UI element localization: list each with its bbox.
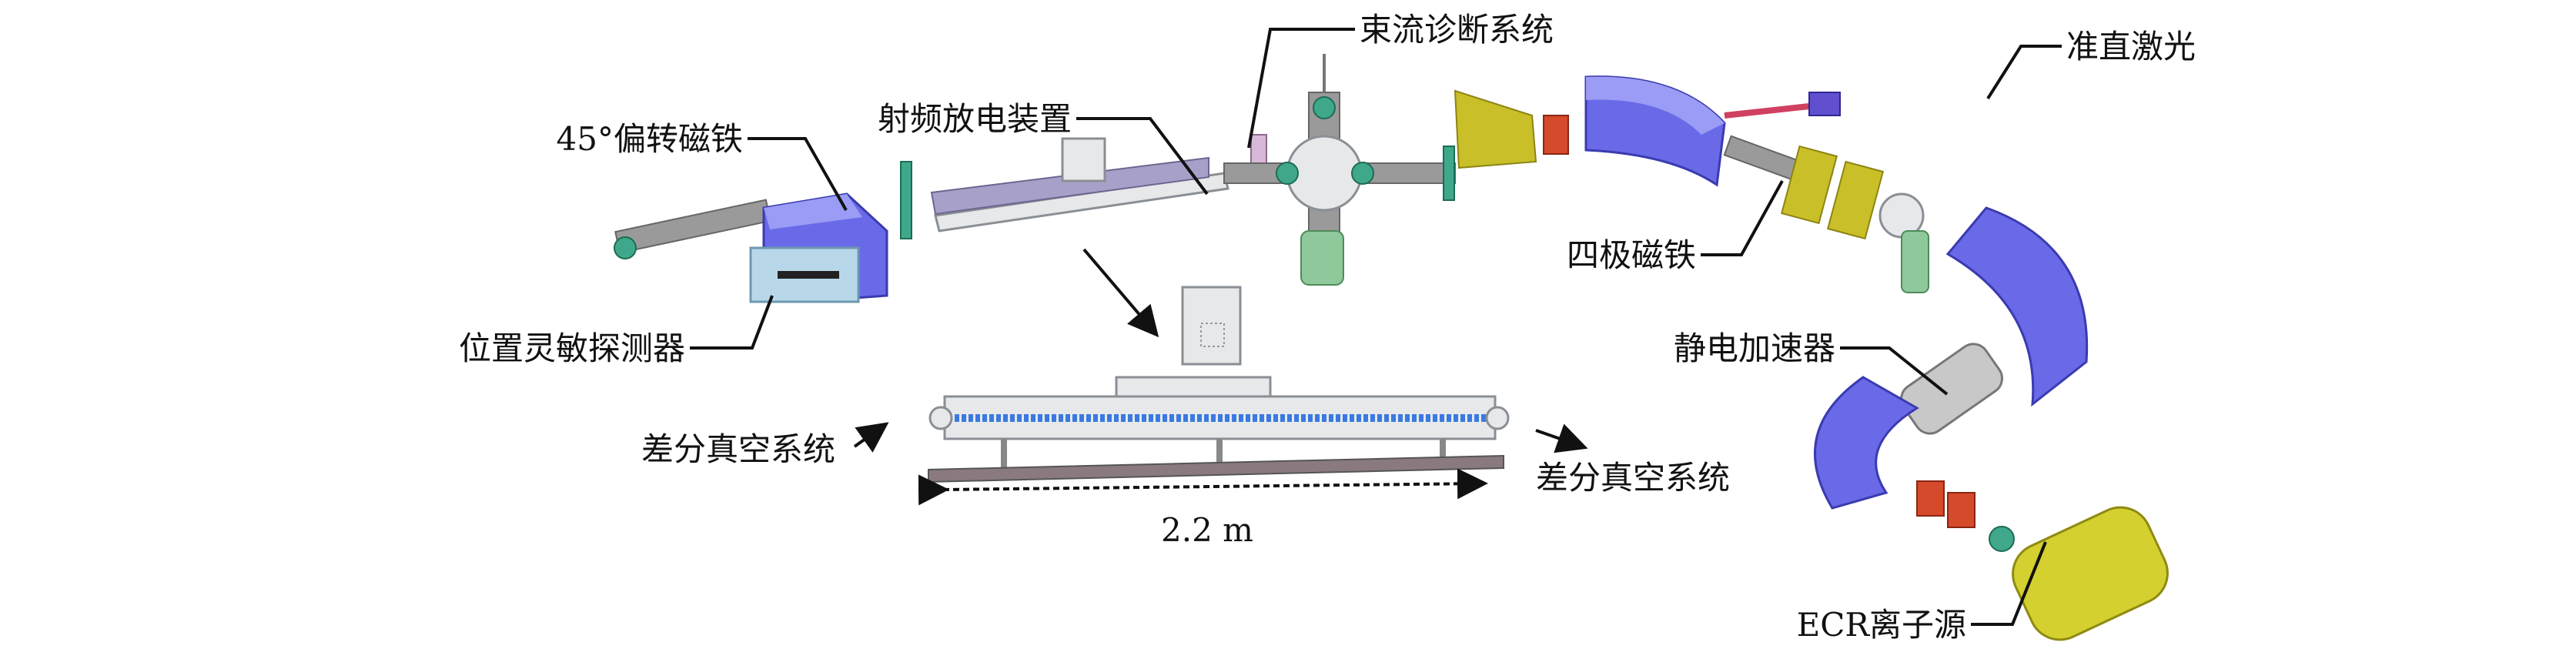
leader-beam-diagnostics [1247, 28, 1355, 149]
injection-pipe [614, 199, 771, 259]
leader-accelerator [1840, 346, 1949, 396]
label-ecr-source: ECR离子源 [1797, 606, 1966, 644]
arrow-diff-vacuum-left [853, 422, 889, 453]
label-rf-discharge: 射频放电装置 [878, 100, 1072, 138]
red-element-3 [1947, 492, 1975, 528]
red-element [1543, 115, 1569, 155]
label-diff-vacuum-right: 差分真空系统 [1536, 459, 1730, 497]
label-alignment-laser: 准直激光 [2066, 28, 2196, 65]
steering-magnet [1454, 89, 1537, 169]
label-length: 2.2 m [1161, 511, 1253, 549]
quadrupole-magnets [1780, 145, 1885, 240]
label-diff-vacuum-left: 差分真空系统 [641, 430, 835, 468]
leader-quadrupole [1701, 180, 1784, 256]
label-accelerator: 静电加速器 [1674, 330, 1835, 367]
label-beam-diagnostics: 束流诊断系统 [1360, 11, 1554, 49]
rf-discharge-device [930, 137, 1229, 232]
pump [1901, 230, 1929, 293]
bending-magnet-lower [1814, 376, 1919, 510]
leader-ecr [1971, 541, 2047, 626]
red-element-2 [1916, 480, 1945, 517]
leader-alignment-laser [1986, 45, 2062, 100]
label-quadrupole: 四极磁铁 [1567, 236, 1696, 274]
length-dimension-arrow [918, 468, 1488, 506]
bending-magnet-right [1945, 206, 2089, 407]
alignment-laser [1724, 92, 1841, 119]
leader-bending-magnet [748, 137, 848, 211]
position-sensitive-detector [749, 246, 860, 303]
label-psd: 位置灵敏探测器 [459, 330, 685, 367]
ecr-ion-source [1989, 506, 2169, 641]
leader-rf-discharge [1076, 117, 1209, 196]
bending-magnet-upper [1584, 75, 1726, 187]
arrow-diff-vacuum-right [1535, 423, 1588, 453]
leader-psd [690, 295, 774, 350]
rf-device-inset [928, 286, 1510, 483]
electrostatic-accelerator [1900, 343, 2003, 435]
beam-diagnostics-chamber [1223, 54, 1456, 286]
valve [900, 161, 912, 239]
label-bending-magnet: 45°偏转磁铁 [557, 120, 743, 158]
inset-arrow [1082, 248, 1159, 338]
